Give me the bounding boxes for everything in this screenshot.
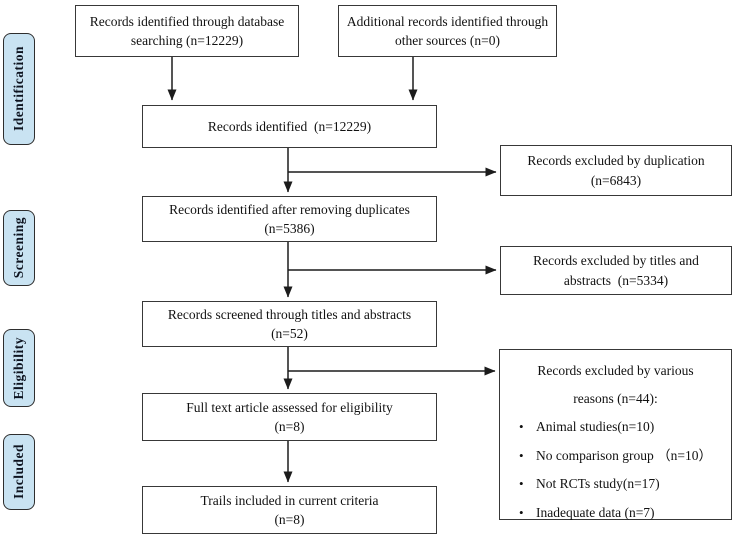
exclusion-reason-list: Animal studies(n=10) No comparison group… (500, 413, 731, 527)
box-text: (n=5386) (264, 221, 315, 236)
exclusion-reason-item: Animal studies(n=10) (519, 413, 725, 442)
box-text: reasons (n=44): (573, 391, 658, 406)
box-text: Additional records identified through (346, 13, 549, 29)
exclusion-reason-item: No comparison group （n=10） (519, 442, 725, 471)
box-text: Trails included in current criteria (200, 492, 379, 508)
box-text: Records identified through database (89, 13, 285, 29)
box-records-database-search: Records identified through database sear… (75, 5, 299, 57)
stage-included: Included (3, 434, 35, 510)
exclusion-reason-item: Not RCTs study(n=17) (519, 470, 725, 499)
box-excluded-various-reasons: Records excluded by various reasons (n=4… (499, 349, 732, 527)
box-text: Records excluded by titles and (533, 253, 699, 268)
box-text: Records excluded by various (537, 363, 694, 378)
box-records-identified: Records identified (n=12229) (142, 105, 437, 148)
box-excluded-titles-abstracts: Records excluded by titles and abstracts… (500, 246, 732, 295)
stage-screening: Screening (3, 210, 35, 286)
box-records-screened: Records screened through titles and abst… (142, 301, 437, 347)
stage-included-label: Included (11, 444, 26, 500)
box-text: Records identified after removing duplic… (169, 201, 410, 217)
box-text: (n=52) (271, 326, 308, 341)
stage-eligibility-label: Eligibility (11, 336, 26, 400)
box-text: abstracts (n=5334) (563, 272, 669, 288)
box-text: Full text article assessed for eligibili… (186, 399, 393, 415)
box-text: searching (n=12229) (130, 33, 244, 48)
box-text: (n=8) (274, 512, 305, 527)
box-text: (n=6843) (590, 172, 642, 188)
stage-identification-label: Identification (11, 46, 26, 132)
stage-identification: Identification (3, 33, 35, 145)
box-text: Records excluded by duplication (527, 153, 705, 168)
box-text: Records screened through titles and abst… (167, 306, 412, 322)
exclusion-reason-item: Inadequate data (n=7) (519, 499, 725, 528)
box-text: other sources (n=0) (394, 33, 501, 48)
box-records-after-dedup: Records identified after removing duplic… (142, 196, 437, 242)
box-text: (n=8) (274, 419, 305, 434)
box-excluded-duplication: Records excluded by duplication (n=6843) (500, 145, 732, 196)
stage-screening-label: Screening (11, 217, 26, 279)
box-fulltext-assessed: Full text article assessed for eligibili… (142, 393, 437, 441)
stage-eligibility: Eligibility (3, 329, 35, 407)
box-text: Records identified (n=12229) (207, 118, 372, 134)
box-additional-records: Additional records identified through ot… (338, 5, 557, 57)
box-trials-included: Trails included in current criteria (n=8… (142, 486, 437, 534)
